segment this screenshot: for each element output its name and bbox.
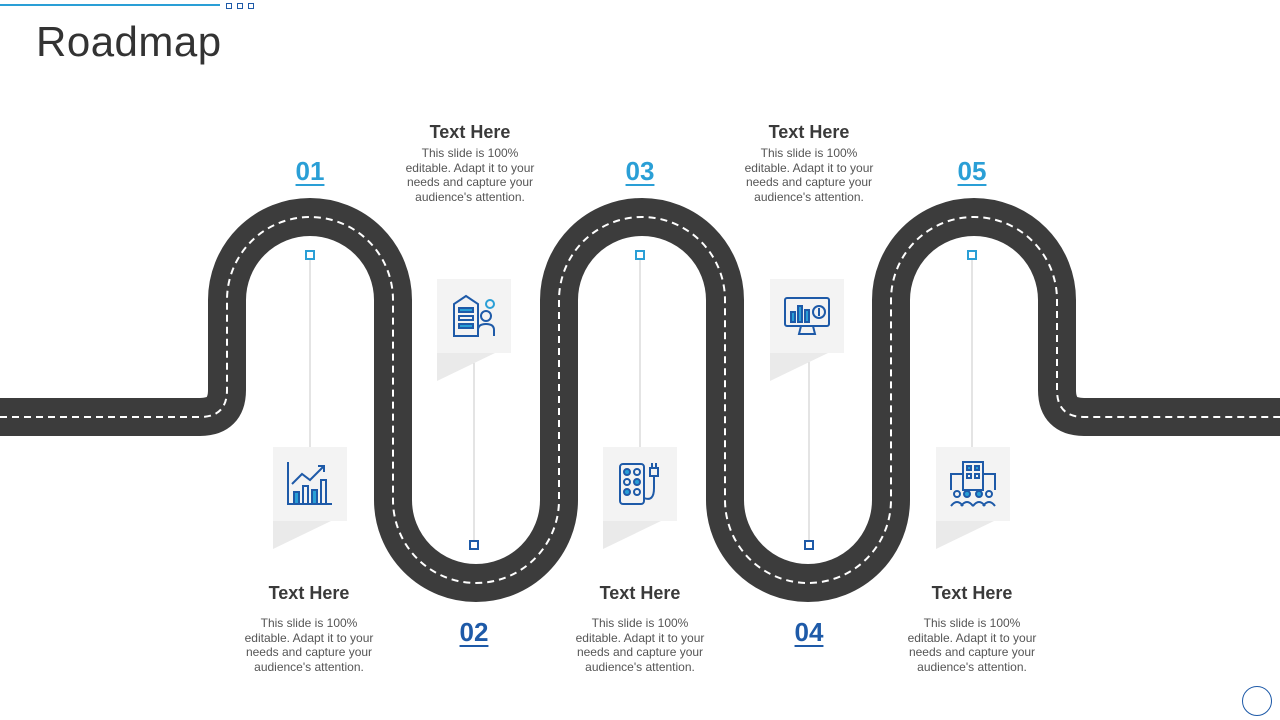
slide-nav-button[interactable] [1242, 686, 1272, 716]
step-icon-box-02 [437, 279, 511, 381]
road-marking [0, 216, 1280, 584]
step-heading-05: Text Here [931, 583, 1013, 603]
corporate-team-icon [950, 461, 996, 507]
step-description-04: This slide is 100% editable. Adapt it to… [744, 146, 874, 204]
power-strip-icon [619, 463, 659, 505]
step-icon-box-05 [936, 447, 1010, 549]
page-title: Roadmap [36, 18, 222, 65]
marker-square [305, 250, 315, 260]
step-description-02: This slide is 100% editable. Adapt it to… [405, 146, 535, 204]
step-number-02: 02 [459, 617, 489, 647]
step-number-04: 04 [794, 617, 824, 647]
step-number-05: 05 [957, 156, 987, 186]
step-description-05: This slide is 100% editable. Adapt it to… [907, 616, 1037, 674]
step-description-03: This slide is 100% editable. Adapt it to… [575, 616, 705, 674]
header-accent-line [0, 4, 220, 6]
step-number-03: 03 [625, 156, 655, 186]
step-icon-box-01 [273, 447, 347, 549]
chart-growth-icon [287, 462, 332, 505]
step-icon-box-04 [770, 279, 844, 381]
step-heading-02: Text Here [429, 122, 511, 142]
monitor-finance-icon [784, 297, 830, 335]
step-number-01: 01 [295, 156, 325, 186]
header-dot [237, 3, 243, 9]
step-heading-03: Text Here [599, 583, 681, 603]
step-icon-box-03 [603, 447, 677, 549]
marker-square [804, 540, 814, 550]
step-heading-04: Text Here [768, 122, 850, 142]
office-building-user-icon [453, 294, 495, 337]
header-dot [226, 3, 232, 9]
marker-square [635, 250, 645, 260]
header-dot [248, 3, 254, 9]
step-description-01: This slide is 100% editable. Adapt it to… [244, 616, 374, 674]
marker-square [469, 540, 479, 550]
step-heading-01: Text Here [268, 583, 350, 603]
marker-square [967, 250, 977, 260]
